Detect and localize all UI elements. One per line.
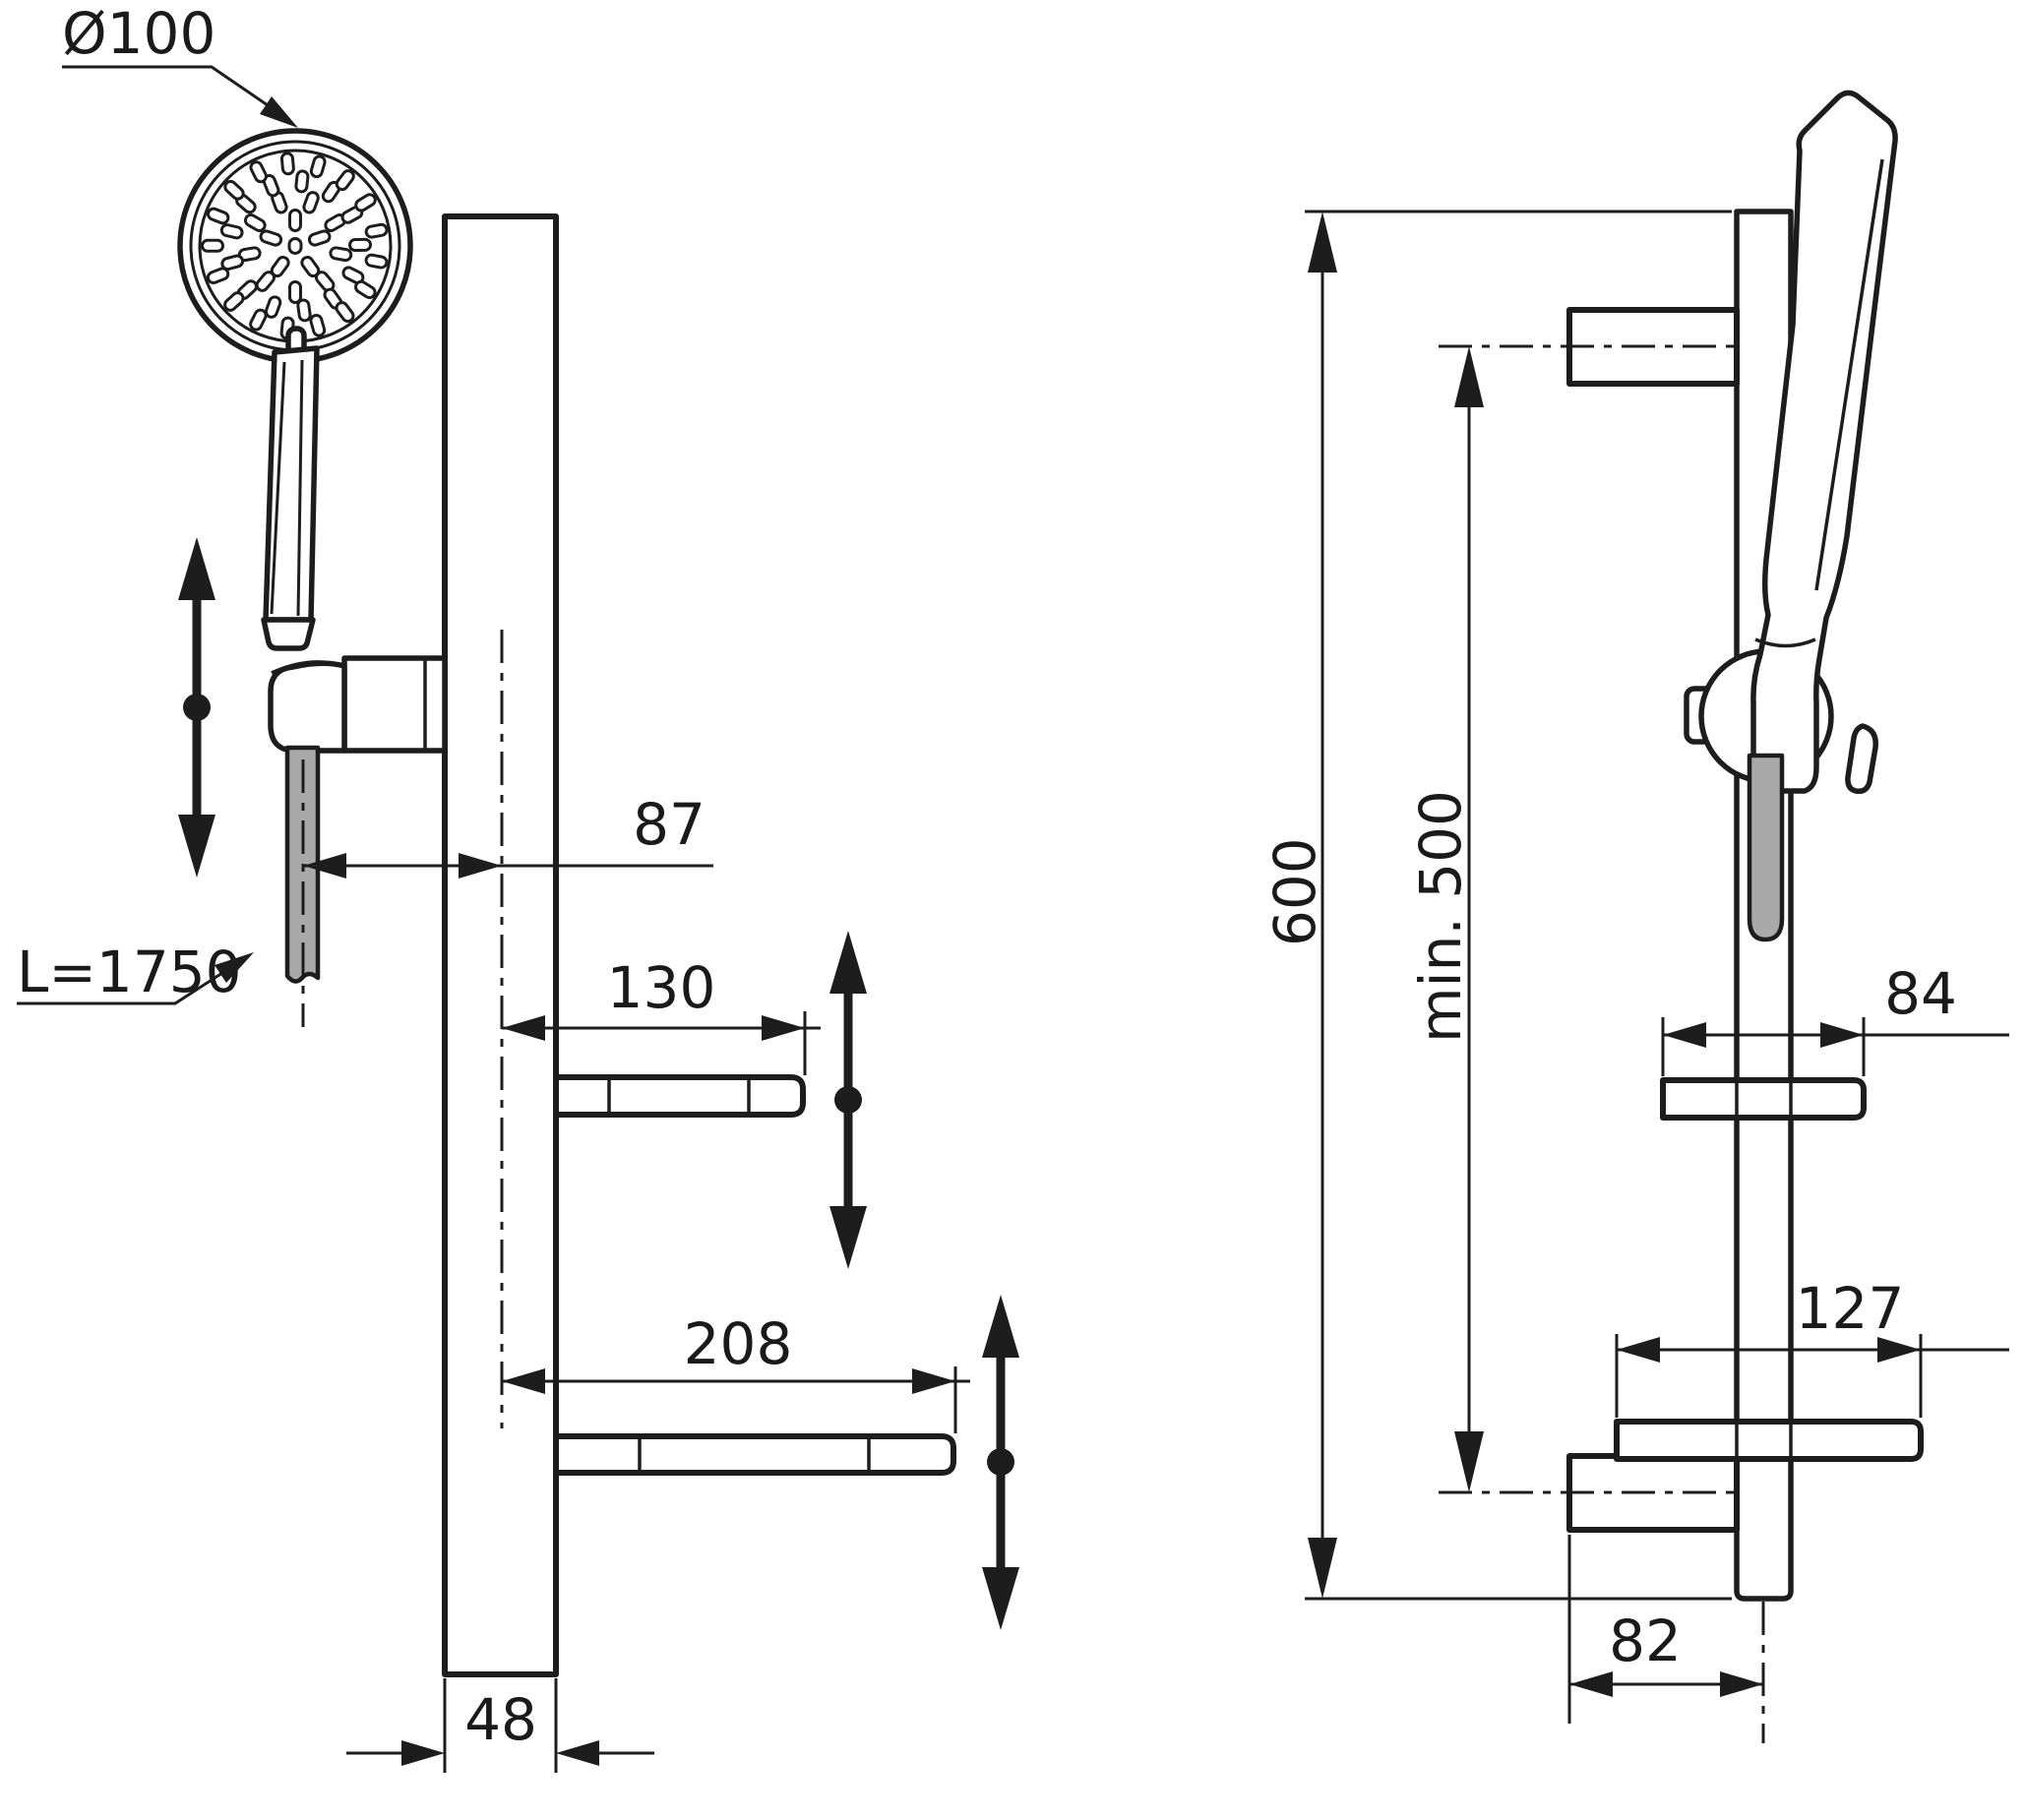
dim-upper-shelf-width: 130 bbox=[502, 954, 821, 1075]
dim-lower-shelf-width: 208 bbox=[502, 1310, 970, 1433]
shower-hose-front bbox=[284, 745, 321, 1027]
dim-upper-shelf-depth: 84 bbox=[1661, 960, 2009, 1076]
dim-hose-length: L=1750 bbox=[17, 939, 254, 1005]
dim-hose-to-rail: 87 bbox=[303, 791, 713, 879]
dim-label-wall-to-rail: 82 bbox=[1609, 1608, 1682, 1674]
dim-label-upper-shelf-width: 130 bbox=[607, 954, 716, 1021]
side-view: 600 min. 500 84 127 8 bbox=[1261, 90, 2009, 1743]
nozzle-field bbox=[201, 152, 389, 340]
dim-label-hose-to-rail: 87 bbox=[633, 791, 706, 858]
lower-shelf-front bbox=[553, 1433, 956, 1476]
shower-hose-side bbox=[1747, 753, 1785, 942]
dim-wall-to-rail: 82 bbox=[1567, 1535, 1763, 1724]
dim-label-rail-width: 48 bbox=[464, 1686, 537, 1753]
upper-shelf-side bbox=[1660, 1077, 1867, 1121]
dim-label-lower-shelf-width: 208 bbox=[684, 1310, 793, 1377]
dim-label-upper-shelf-depth: 84 bbox=[1884, 960, 1957, 1027]
hand-shower-side bbox=[1750, 90, 1898, 795]
dim-label-lower-shelf-depth: 127 bbox=[1796, 1275, 1905, 1342]
dim-rail-length: 600 bbox=[1261, 210, 1732, 1601]
dim-rail-width: 48 bbox=[346, 1678, 654, 1773]
dim-label-hose-length: L=1750 bbox=[17, 939, 242, 1005]
hand-shower-handle-front bbox=[261, 345, 320, 651]
dim-lower-shelf-depth: 127 bbox=[1615, 1275, 2009, 1418]
slider-movement-arrow bbox=[178, 537, 215, 878]
dim-label-rail-length: 600 bbox=[1261, 837, 1328, 946]
slider-holder-front bbox=[268, 655, 448, 754]
upper-shelf-front bbox=[553, 1074, 806, 1118]
upper-shelf-movement-arrow bbox=[829, 931, 867, 1269]
dim-bracket-distance: min. 500 bbox=[1407, 346, 1484, 1492]
dim-head-diameter: Ø100 bbox=[62, 0, 298, 128]
head-hook-tab bbox=[1845, 723, 1878, 795]
front-view: Ø100 L=1750 87 130 208 bbox=[17, 0, 1019, 1773]
lower-shelf-movement-arrow bbox=[982, 1295, 1019, 1630]
shower-head-front bbox=[177, 128, 413, 377]
dim-label-bracket-distance: min. 500 bbox=[1407, 790, 1474, 1043]
lower-shelf-side bbox=[1614, 1419, 1924, 1462]
dim-label-head-diameter: Ø100 bbox=[62, 0, 215, 67]
